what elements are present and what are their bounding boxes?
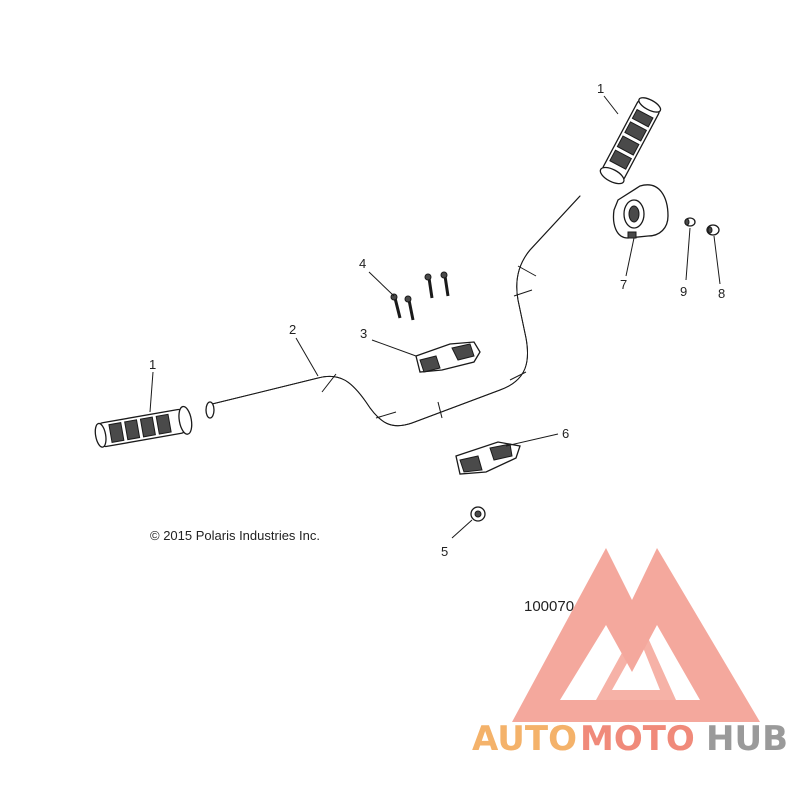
callout-9: 9 bbox=[680, 284, 687, 299]
callout-1-right: 1 bbox=[597, 81, 604, 96]
watermark-text: AUTO MOTO HUB bbox=[472, 719, 788, 759]
watermark-auto: AUTO bbox=[472, 719, 577, 759]
callout-2: 2 bbox=[289, 322, 296, 337]
callout-3: 3 bbox=[360, 326, 367, 341]
leader-lines bbox=[149, 95, 721, 539]
callout-5: 5 bbox=[441, 544, 448, 559]
throttle-housing bbox=[612, 184, 669, 239]
callout-7: 7 bbox=[620, 277, 627, 292]
callout-4: 4 bbox=[359, 256, 366, 271]
callout-6: 6 bbox=[562, 426, 569, 441]
callout-1-left: 1 bbox=[149, 357, 156, 372]
grip-right bbox=[599, 97, 662, 185]
watermark-hub: HUB bbox=[706, 719, 788, 759]
upper-clamp bbox=[415, 341, 481, 373]
lower-clamp bbox=[455, 441, 521, 475]
cap-part bbox=[706, 224, 720, 236]
nut-part bbox=[470, 506, 486, 522]
screw-part bbox=[684, 217, 696, 227]
callout-8: 8 bbox=[718, 286, 725, 301]
watermark-logo bbox=[512, 548, 760, 722]
watermark-moto: MOTO bbox=[580, 719, 695, 759]
callout-labels: 1 1 2 3 4 5 6 7 9 8 bbox=[149, 81, 725, 559]
reference-number: 100070 bbox=[524, 598, 574, 615]
copyright-text: © 2015 Polaris Industries Inc. bbox=[150, 528, 320, 543]
grip-left bbox=[94, 405, 193, 448]
bolts bbox=[390, 271, 450, 321]
handlebar bbox=[205, 195, 581, 427]
